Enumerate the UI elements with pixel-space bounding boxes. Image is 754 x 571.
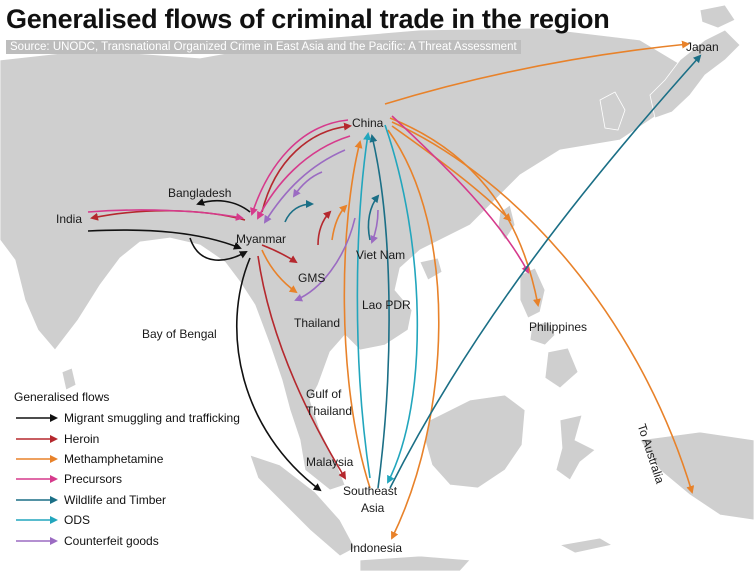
land-timor <box>558 537 614 554</box>
land-philippines-visayas <box>529 321 556 346</box>
legend-item-migrant: Migrant smuggling and trafficking <box>14 408 240 428</box>
flow-ods-china-southeast <box>384 124 419 484</box>
label-japan: Japan <box>686 40 719 54</box>
label-bay-of-bengal: Bay of Bengal <box>142 327 217 341</box>
label-india: India <box>56 212 83 226</box>
legend-label: ODS <box>64 513 91 528</box>
flow-meth-china-australia <box>391 121 695 494</box>
land-borneo <box>424 394 526 489</box>
label-indonesia: Indonesia <box>350 541 403 555</box>
land-philippines-luzon <box>519 267 546 319</box>
flow-precursor-china-philippines <box>391 115 529 274</box>
flow-wildlife-vietnam-china <box>367 194 380 241</box>
label-lao-pdr: Lao PDR <box>362 298 411 312</box>
land-korea <box>599 91 626 131</box>
legend-arrow-icon <box>16 516 58 525</box>
legend-arrow-icon <box>16 475 58 484</box>
flow-heroin-myanmar-gms <box>261 244 298 264</box>
flow-counterfeit-short <box>292 171 323 198</box>
flow-migrant-loop <box>189 237 248 261</box>
legend-item-precursors: Precursors <box>14 469 240 489</box>
flow-heroin-myanmar-southeast <box>257 255 347 480</box>
legend-label: Migrant smuggling and trafficking <box>64 411 240 426</box>
legend-item-counterfeit: Counterfeit goods <box>14 530 240 550</box>
land-java <box>359 555 471 571</box>
label-bangladesh: Bangladesh <box>168 186 232 200</box>
legend-arrow-icon <box>16 536 58 545</box>
flow-meth-china-philippines <box>389 117 541 307</box>
land-new-guinea <box>639 431 754 521</box>
label-gulf-of: Gulf of <box>306 387 342 401</box>
legend-item-heroin: Heroin <box>14 428 240 448</box>
legend-arrow-icon <box>16 454 58 463</box>
land-japan-north <box>699 4 736 29</box>
flow-meth-southeast-china <box>343 140 371 489</box>
flow-migrant-myanmar-bangladesh <box>196 198 251 213</box>
legend-label: Precursors <box>64 472 123 487</box>
flow-meth-china-indonesia <box>387 129 440 540</box>
flow-precursor-china-myanmar-2 <box>257 135 351 220</box>
flow-heroin-short <box>317 210 332 246</box>
label-malaysia: Malaysia <box>306 455 354 469</box>
label-myanmar: Myanmar <box>236 232 287 246</box>
label-asia: Asia <box>361 501 385 515</box>
label-gulf-thailand: Thailand <box>306 404 353 418</box>
flow-ods-southeast-china <box>356 132 372 479</box>
flow-precursor-china-myanmar <box>250 119 349 216</box>
source-note: Source: UNODC, Transnational Organized C… <box>6 40 521 54</box>
flow-meth-myanmar-gms <box>261 249 298 294</box>
legend-item-methamphetamine: Methamphetamine <box>14 449 240 469</box>
flow-layer <box>87 40 702 540</box>
flow-counterfeit-china-vietnam <box>370 209 379 244</box>
label-viet-nam: Viet Nam <box>356 248 406 262</box>
flow-migrant-myanmar-southeast <box>235 257 322 492</box>
label-china: China <box>352 116 384 130</box>
legend-title: Generalised flows <box>14 390 110 404</box>
flow-counterfeit-china-gms <box>294 217 356 302</box>
legend-label: Heroin <box>64 431 100 446</box>
land-japan <box>649 29 741 119</box>
land-sumatra <box>249 454 356 557</box>
land-philippines-mindanao <box>544 347 579 389</box>
legend-arrow-icon <box>16 495 58 504</box>
land-hainan <box>419 257 443 281</box>
label-gms: GMS <box>298 271 326 285</box>
legend-label: Counterfeit goods <box>64 533 159 548</box>
flow-migrant-india-myanmar <box>87 229 242 250</box>
flow-wildlife-myanmar-short <box>284 200 314 223</box>
flow-counterfeit-china-myanmar <box>263 149 346 224</box>
legend-label: Methamphetamine <box>64 451 164 466</box>
legend-arrow-icon <box>16 414 58 423</box>
flow-meth-short <box>331 204 348 241</box>
legend-label: Wildlife and Timber <box>64 492 167 507</box>
flow-meth-china-japan <box>384 40 690 105</box>
legend-item-wildlife: Wildlife and Timber <box>14 490 240 510</box>
label-southeast: Southeast <box>343 484 398 498</box>
flow-heroin-myanmar-china <box>261 122 352 213</box>
legend-arrow-icon <box>16 434 58 443</box>
flow-precursor-india-myanmar <box>87 209 244 221</box>
label-thailand: Thailand <box>294 316 341 330</box>
legend-item-ods: ODS <box>14 510 240 530</box>
flow-wildlife-southeast-china <box>369 134 390 489</box>
flow-meth-china-east <box>391 125 512 222</box>
land-sulawesi <box>555 414 596 481</box>
page-title: Generalised flows of criminal trade in t… <box>6 4 610 34</box>
legend: Generalised flows Migrant smuggling and … <box>14 390 240 551</box>
flow-wildlife-southeast-japan <box>389 54 702 489</box>
land-sri-lanka <box>61 367 77 391</box>
label-philippines: Philippines <box>529 320 588 334</box>
